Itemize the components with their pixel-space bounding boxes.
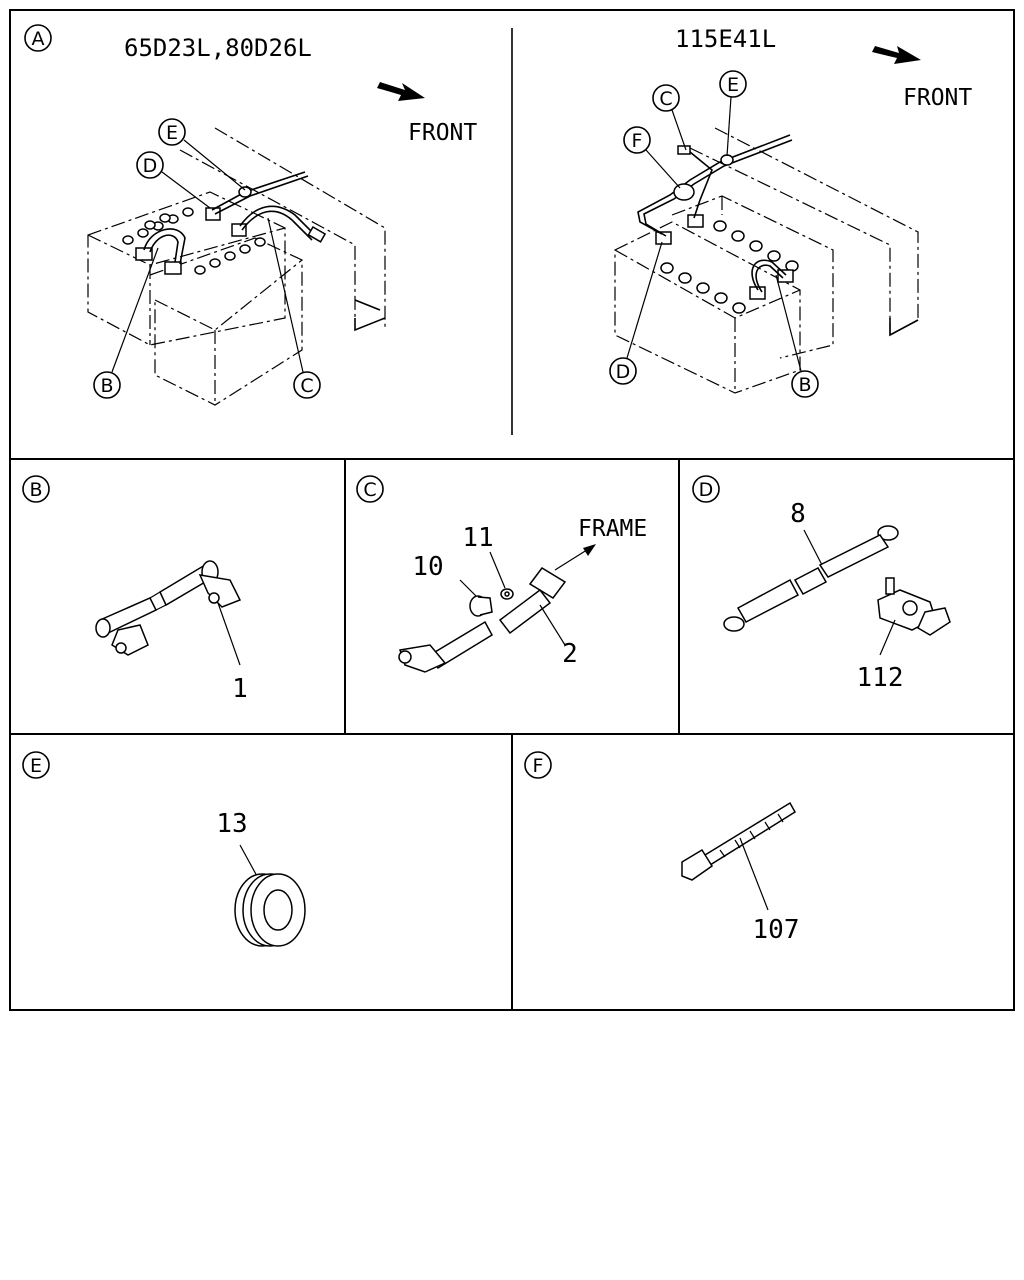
callout-d-right-label: D [616,361,631,383]
left-battery-cables [135,171,327,275]
part-label-112: 112 [857,663,904,693]
front-label-left: FRONT [408,120,477,146]
callout-c-right: C [652,84,687,151]
callout-d-left: D [136,151,211,209]
panel-c-tag: C [356,475,384,503]
panel-a-tag: A [24,24,52,52]
front-label-right: FRONT [903,85,972,111]
left-battery-title: 65D23L,80D26L [124,34,312,62]
part-label-10: 10 [412,552,443,582]
callout-b-right-label: B [798,374,811,396]
frame-arrow-icon [554,544,596,571]
part-label-2: 2 [562,639,578,669]
right-battery-title: 115E41L [675,25,776,53]
terminal-part-112 [877,577,951,636]
callout-c-left: C [267,217,321,399]
callout-f-right: F [623,126,681,189]
callout-c-right-label: C [659,88,672,110]
callout-b-right: B [775,274,819,398]
callout-e-right-label: E [727,74,739,96]
callout-e-right: E [719,70,747,157]
ground-cable-part-2 [398,567,567,673]
callout-d-right: D [609,241,663,385]
part-label-1: 1 [232,674,248,704]
grommet-part-13 [234,873,306,947]
panel-b-tag: B [22,475,50,503]
panel-b-tag-label: B [29,479,42,501]
left-battery-caps [122,207,266,275]
left-battery-rear [87,191,286,346]
part-label-107: 107 [753,915,800,945]
front-arrow-right-icon [872,46,921,64]
panel-a-tag-label: A [32,28,45,50]
panel-c-tag-label: C [363,479,376,501]
panel-d-tag: D [692,475,720,503]
part-label-8: 8 [790,499,806,529]
callout-b-left-label: B [100,375,113,397]
right-battery-cables [637,134,794,300]
frame-rail-right [689,127,919,337]
panel-e-tag-label: E [30,755,42,777]
left-battery-front [149,237,303,406]
part-label-11: 11 [462,523,493,553]
panel-d-tag-label: D [699,479,714,501]
frame-rail-left [179,127,386,332]
right-battery-front [614,221,801,394]
panel-e-tag: E [22,751,50,779]
part-label-13: 13 [216,809,247,839]
front-arrow-left-icon [377,82,425,101]
battery-cable-part-1 [95,560,242,656]
callout-c-left-label: C [300,375,313,397]
callout-e-left-label: E [166,122,178,144]
right-battery-caps [660,220,799,314]
cable-tie-part-107 [681,801,797,881]
right-battery-rear [671,195,834,359]
frame-label: FRAME [578,516,647,542]
panel-f-tag-label: F [533,755,544,777]
panel-f-tag: F [524,751,552,779]
callout-d-left-label: D [143,155,158,177]
battery-cable-part-8 [723,525,899,632]
callout-e-left: E [158,118,246,191]
callout-f-right-label: F [632,130,643,152]
callout-b-left: B [93,247,159,399]
